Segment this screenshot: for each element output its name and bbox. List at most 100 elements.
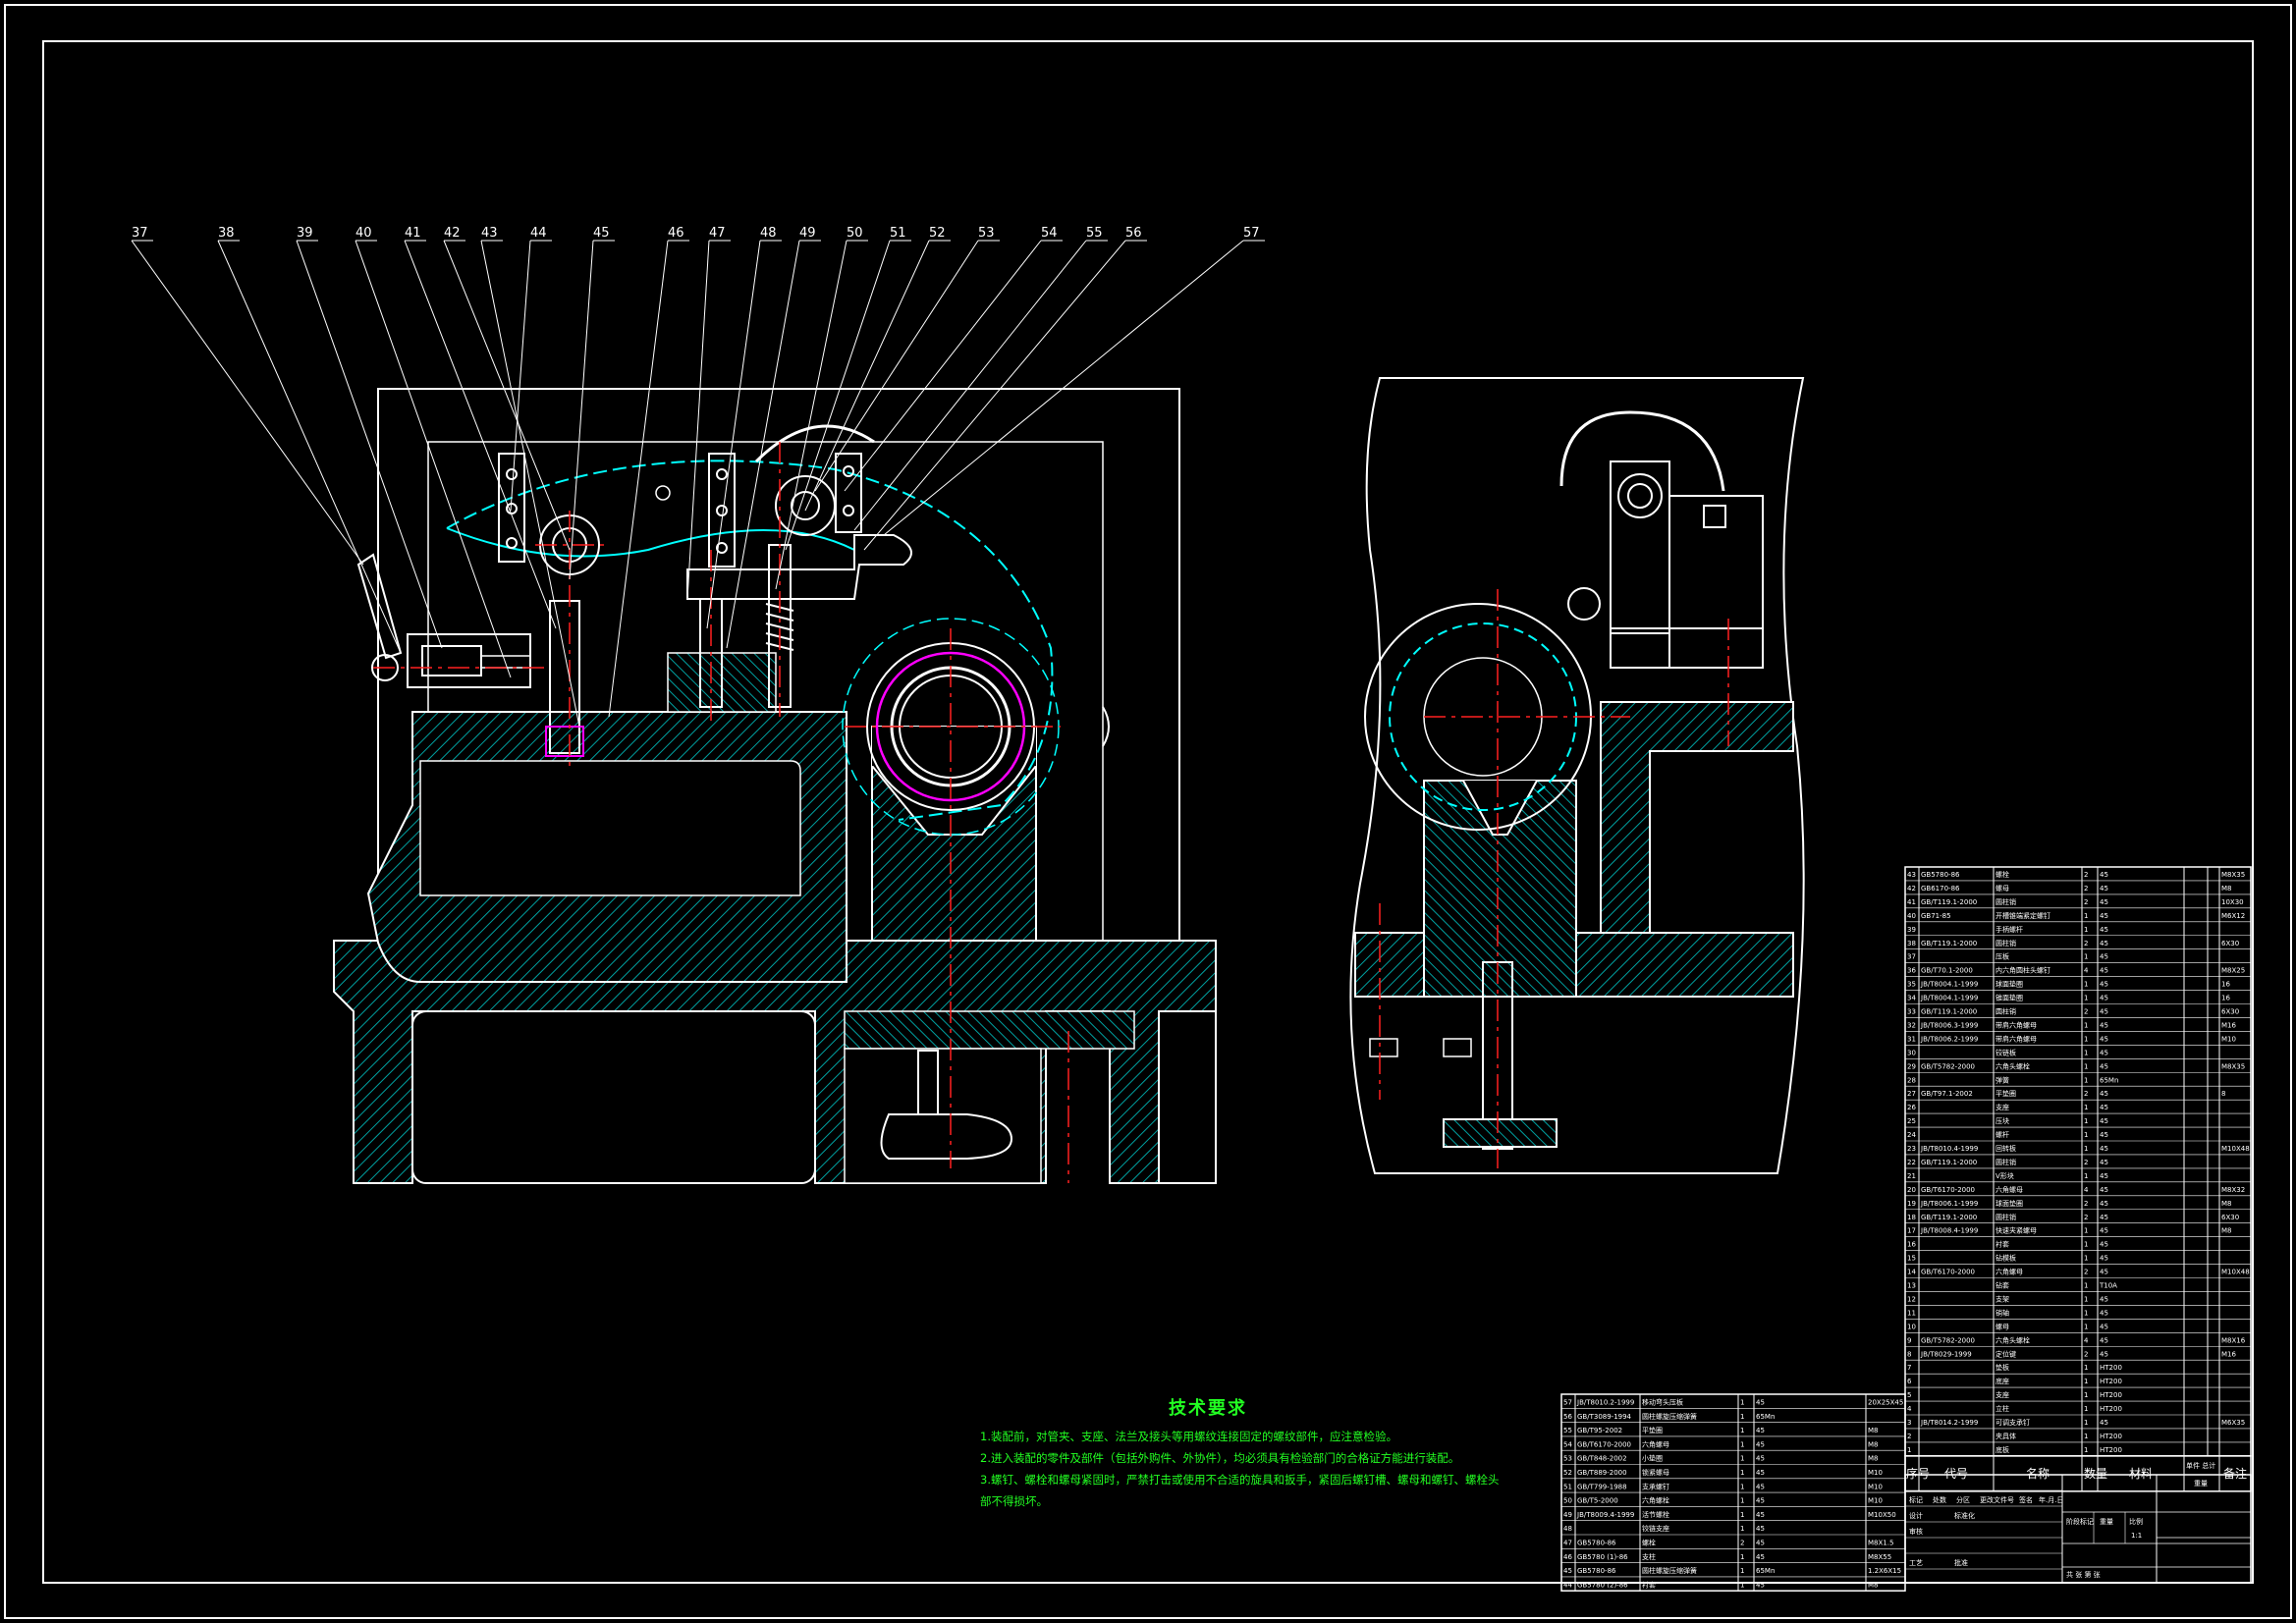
balloon-number: 51: [890, 226, 906, 241]
leader-line: [853, 240, 1087, 531]
part-remark: M8: [2221, 1227, 2232, 1235]
part-name: 圆柱销: [1995, 897, 2016, 906]
leader-line: [480, 240, 580, 728]
part-code: GB/T119.1-2000: [1921, 1008, 1977, 1016]
part-name: 钻模板: [1995, 1254, 2016, 1263]
header-single-total: 单件 总计: [2186, 1461, 2215, 1470]
part-qty: 2: [2084, 1269, 2088, 1276]
part-remark: M10X48: [2221, 1269, 2250, 1276]
title-block: 标记处数分区更改文件号签名年.月.日设计标准化审核工艺批准阶段标记重量比例1:1…: [1904, 1474, 2252, 1584]
part-number: 23: [1907, 1145, 1916, 1153]
part-material: 45: [2100, 1035, 2108, 1043]
part-number: 32: [1907, 1021, 1916, 1029]
part-qty: 1: [2084, 1131, 2088, 1139]
part-name: 移动弯头压板: [1642, 1398, 1683, 1407]
leader-line: [814, 240, 979, 492]
part-code: GB71-85: [1921, 912, 1951, 920]
part-number: 6: [1907, 1378, 1912, 1385]
part-name: 锁紧螺母: [1642, 1468, 1669, 1477]
part-name: 回转板: [1995, 1144, 2016, 1153]
part-material: 45: [1756, 1399, 1765, 1407]
part-number: 35: [1907, 981, 1916, 989]
title-block-check: 审核: [1909, 1527, 1923, 1536]
part-material: 45: [2100, 1295, 2108, 1303]
part-material: 65Mn: [1756, 1567, 1775, 1575]
part-code: JB/T8008.4-1999: [1920, 1227, 1978, 1235]
part-qty: 1: [2084, 1021, 2088, 1029]
part-qty: 1: [2084, 1117, 2088, 1125]
balloon-number: 38: [218, 226, 235, 241]
part-number: 25: [1907, 1117, 1916, 1125]
part-remark: M10: [1868, 1497, 1883, 1505]
leader-line: [726, 240, 800, 649]
part-number: 20: [1907, 1186, 1916, 1194]
part-number: 27: [1907, 1090, 1916, 1098]
title-block-header: 分区: [1956, 1495, 1970, 1504]
leader-line: [443, 240, 571, 551]
part-number: 42: [1907, 885, 1916, 893]
balloon-number: 46: [668, 226, 684, 241]
part-qty: 1: [1740, 1440, 1744, 1448]
part-name: 铰链支座: [1642, 1524, 1669, 1533]
part-name: 支柱: [1642, 1552, 1656, 1561]
part-number: 37: [1907, 953, 1916, 961]
part-code: GB5780 (2)-86: [1577, 1581, 1628, 1589]
part-number: 52: [1563, 1469, 1572, 1477]
part-name: 活节螺栓: [1642, 1510, 1669, 1519]
part-material: 45: [1756, 1469, 1765, 1477]
part-number: 46: [1563, 1553, 1572, 1561]
part-material: 45: [2100, 981, 2108, 989]
part-material: 45: [2100, 1008, 2108, 1016]
part-remark: M8: [1868, 1440, 1879, 1448]
part-qty: 1: [2084, 912, 2088, 920]
part-name: 带肩六角螺母: [1995, 1020, 2037, 1029]
balloon-number: 39: [297, 226, 313, 241]
part-remark: 20X25X45: [1868, 1399, 1903, 1407]
part-qty: 2: [2084, 940, 2088, 947]
tech-requirement-line: 2.进入装配的零件及部件（包括外购件、外协件），均必须具有检验部门的合格证方能进…: [980, 1451, 1460, 1465]
part-remark: M10X48: [2221, 1145, 2250, 1153]
part-remark: 6X30: [2221, 940, 2239, 947]
part-name: 压板: [1995, 952, 2009, 961]
part-material: 45: [2100, 1159, 2108, 1166]
part-remark: 16: [2221, 995, 2230, 1002]
part-qty: 1: [2084, 1172, 2088, 1180]
part-number: 3: [1907, 1419, 1911, 1427]
part-code: GB/T6170-2000: [1577, 1440, 1631, 1448]
balloon-number: 42: [444, 226, 461, 241]
part-remark: M6X12: [2221, 912, 2245, 920]
part-material: HT200: [2100, 1364, 2122, 1372]
part-number: 49: [1563, 1511, 1572, 1519]
leader-line: [686, 240, 710, 600]
balloon-number: 41: [405, 226, 421, 241]
part-name: 球面垫圈: [1995, 1199, 2023, 1208]
part-number: 28: [1907, 1076, 1916, 1084]
balloon-number: 40: [355, 226, 372, 241]
balloon-number: 45: [593, 226, 610, 241]
part-number: 24: [1907, 1131, 1916, 1139]
part-qty: 1: [2084, 1295, 2088, 1303]
title-block-standard: 标准化: [1954, 1511, 1975, 1520]
part-qty: 1: [2084, 926, 2088, 934]
part-material: 45: [1756, 1525, 1765, 1533]
balloon-number: 57: [1243, 226, 1260, 241]
part-remark: M16: [2221, 1350, 2236, 1358]
part-number: 50: [1563, 1497, 1572, 1505]
part-code: GB5780 (1)-86: [1577, 1553, 1628, 1561]
part-name: 锥面垫圈: [1995, 994, 2023, 1002]
tech-requirement-line: 3.螺钉、螺栓和螺母紧固时，严禁打击或使用不合适的旋具和扳手，紧固后螺钉槽、螺母…: [980, 1473, 1500, 1487]
part-code: GB5780-86: [1921, 871, 1960, 879]
balloon-number: 56: [1125, 226, 1142, 241]
part-material: 45: [2100, 1104, 2108, 1111]
balloon-number: 53: [978, 226, 995, 241]
leader-line: [804, 240, 930, 512]
part-code: JB/T8029-1999: [1920, 1350, 1972, 1358]
part-code: GB/T70.1-2000: [1921, 967, 1973, 975]
header-no: 序号: [1906, 1466, 1930, 1481]
title-block-header: 更改文件号: [1980, 1495, 2014, 1504]
title-block-stage: 阶段标记: [2066, 1517, 2094, 1526]
part-number: 21: [1907, 1172, 1916, 1180]
balloon-number: 37: [132, 226, 148, 241]
